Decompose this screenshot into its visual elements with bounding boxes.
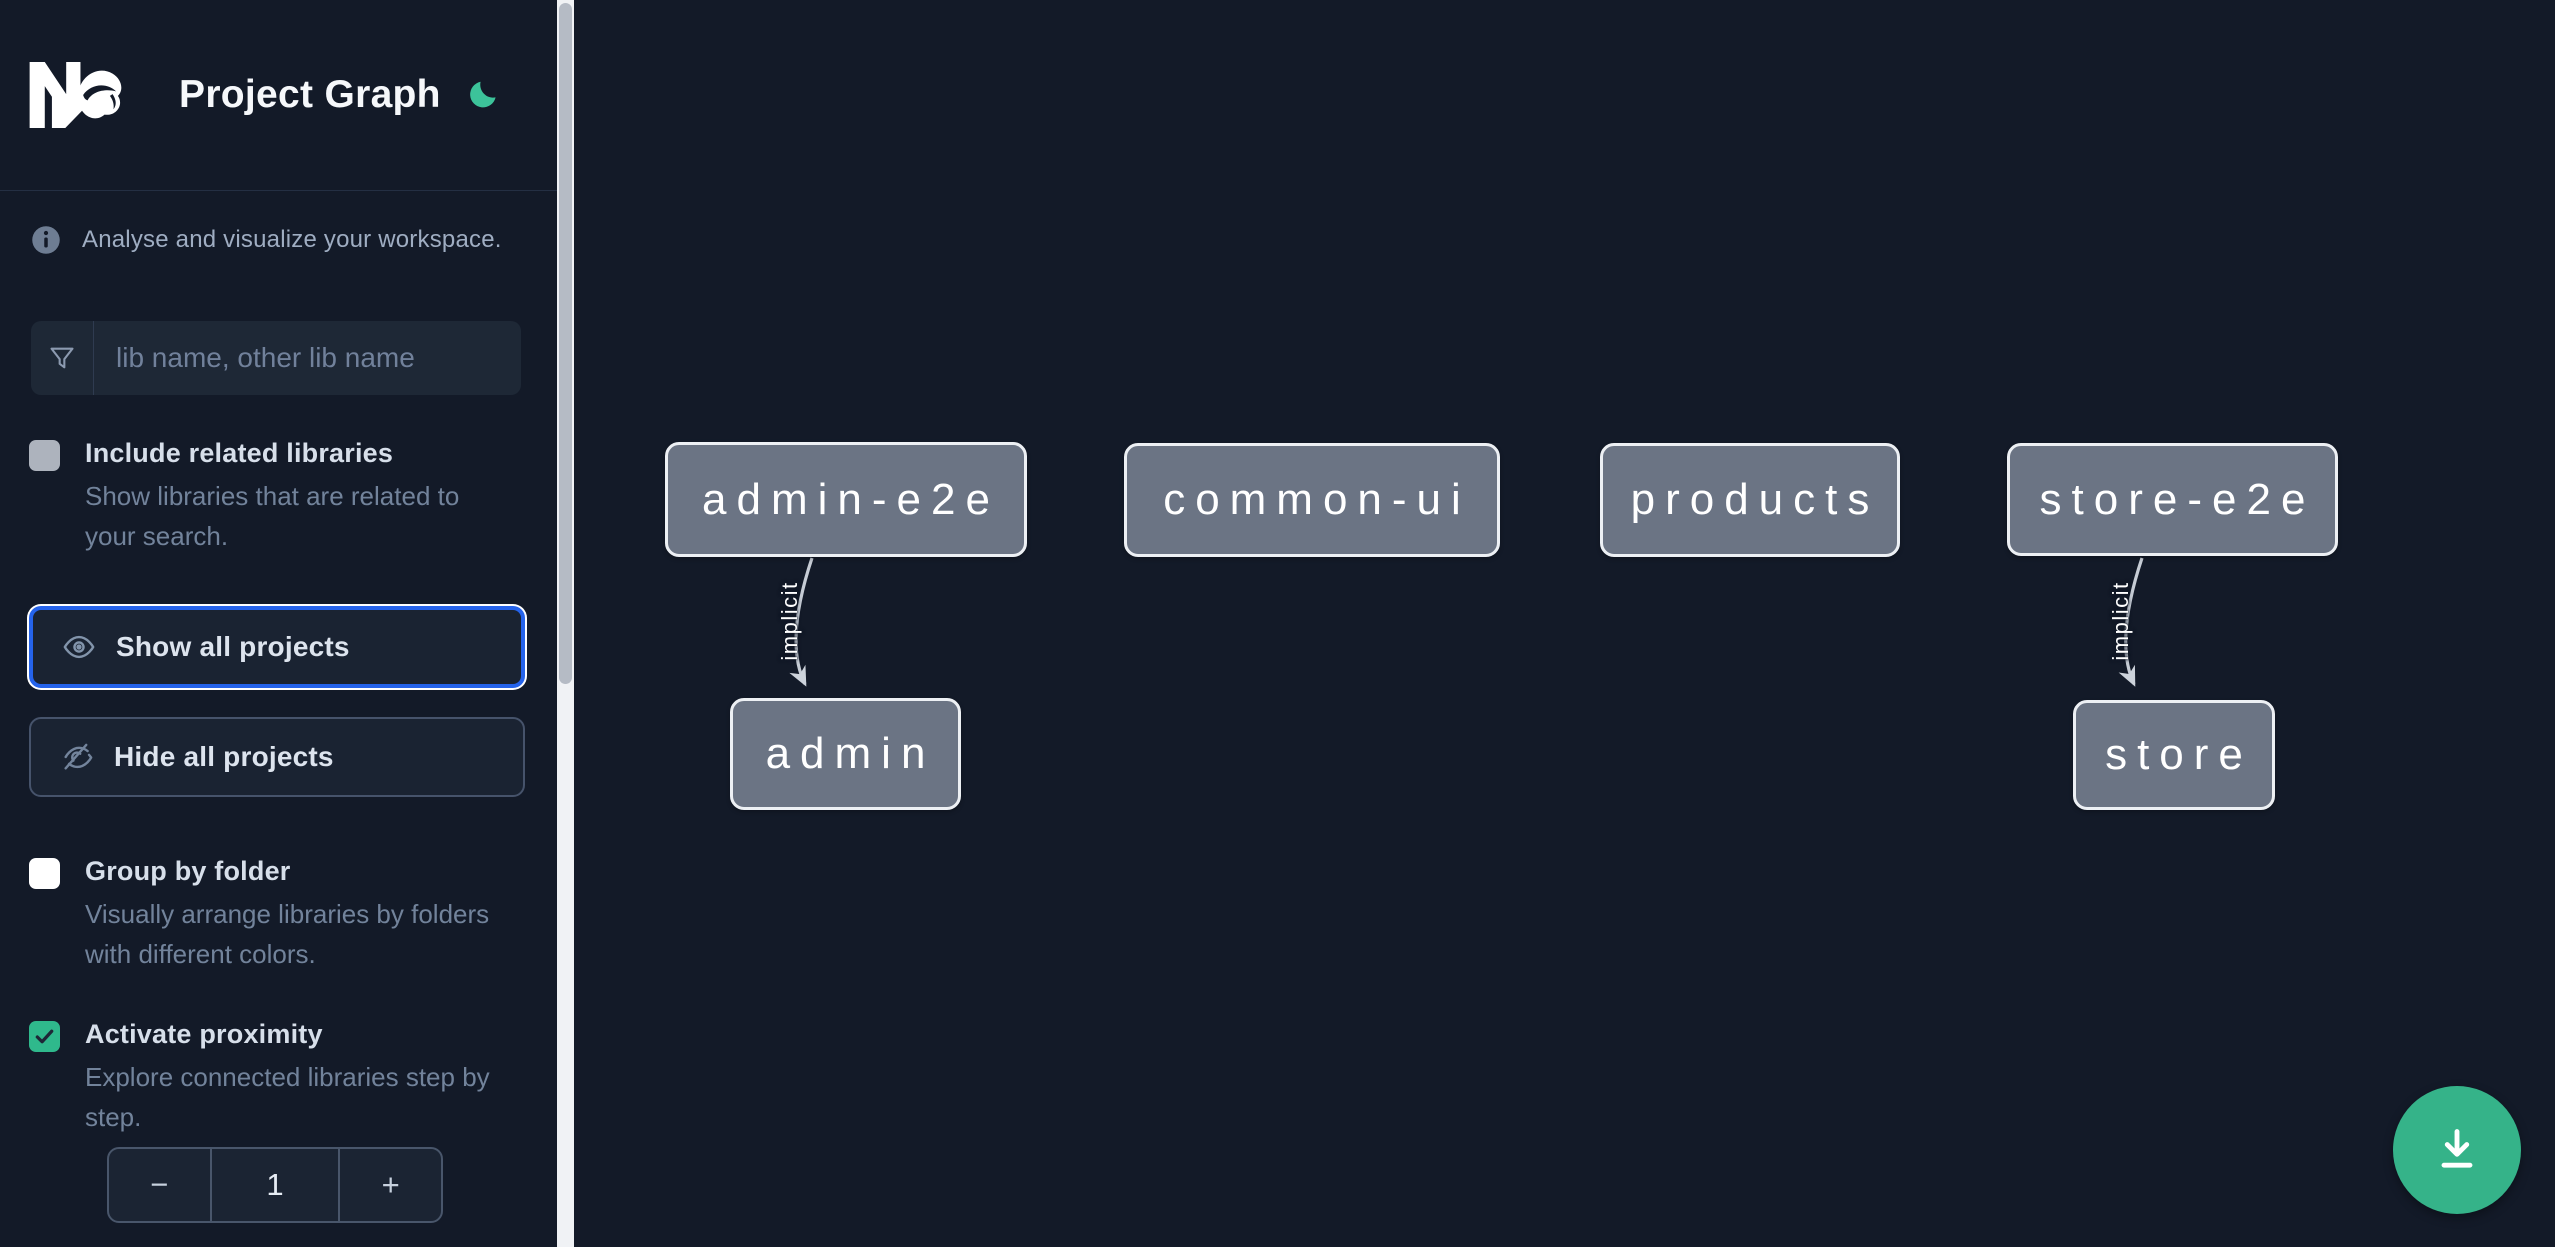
hide-all-projects-label: Hide all projects [114,741,334,772]
filter-icon-cell [31,321,94,395]
hide-all-projects-button[interactable]: Hide all projects [29,717,525,797]
include-related-label: Include related libraries [85,438,394,468]
sidebar-scrollbar-thumb[interactable] [559,3,572,684]
proximity-decrement-button[interactable]: − [109,1149,210,1221]
graph-edges [789,557,2144,687]
activate-proximity-description: Explore connected libraries step by step… [85,1062,490,1132]
eye-icon [63,635,95,659]
theme-toggle-button[interactable] [463,75,503,115]
node-store[interactable]: store [2073,700,2275,810]
group-by-folder-description: Visually arrange libraries by folders wi… [85,899,490,969]
group-by-folder-checkbox[interactable] [29,858,60,889]
download-icon [2441,1129,2473,1168]
node-admin-e2e[interactable]: admin-e2e [665,442,1027,557]
workspace-info-text: Analyse and visualize your workspace. [82,226,502,253]
search-input[interactable] [94,321,521,395]
edge-label-implicit-store: implicit [2108,581,2133,661]
edge-store-e2e-to-store[interactable] [2118,557,2144,687]
include-related-description: Show libraries that are related to your … [85,481,460,551]
search-box [31,321,521,395]
eye-off-icon [64,743,93,770]
graph-canvas[interactable]: implicit implicit admin-e2e common-ui pr… [574,0,2555,1247]
group-by-folder-label: Group by folder [85,856,291,886]
option-group-by-folder[interactable]: Group by folder Visually arrange librari… [29,854,528,974]
include-related-checkbox[interactable] [29,440,60,471]
proximity-value: 1 [209,1149,341,1221]
edge-admin-e2e-to-admin[interactable] [789,557,814,687]
node-admin[interactable]: admin [730,698,961,810]
check-icon [35,1029,54,1044]
activate-proximity-checkbox[interactable] [29,1021,60,1052]
sidebar: Project Graph Analyse and visualize your… [0,0,557,1247]
node-products[interactable]: products [1600,443,1900,557]
workspace-info-row: Analyse and visualize your workspace. [31,225,528,255]
sidebar-header: Project Graph [0,0,557,191]
page-title: Project Graph [179,73,441,116]
proximity-increment-button[interactable]: + [340,1149,441,1221]
option-activate-proximity[interactable]: Activate proximity Explore connected lib… [29,1017,528,1137]
node-common-ui[interactable]: common-ui [1124,443,1500,557]
show-all-projects-button[interactable]: Show all projects [29,606,525,688]
filter-funnel-icon [50,347,74,369]
info-icon [32,226,60,254]
proximity-stepper: − 1 + [107,1147,443,1223]
download-image-button[interactable] [2393,1086,2521,1214]
show-all-projects-label: Show all projects [116,631,350,662]
nx-logo [29,62,122,128]
node-store-e2e[interactable]: store-e2e [2007,443,2338,556]
sidebar-scrollbar[interactable] [557,0,574,1247]
edge-label-implicit-admin: implicit [777,581,802,661]
moon-icon [470,81,496,108]
option-include-related[interactable]: Include related libraries Show libraries… [29,436,528,556]
activate-proximity-label: Activate proximity [85,1019,323,1049]
